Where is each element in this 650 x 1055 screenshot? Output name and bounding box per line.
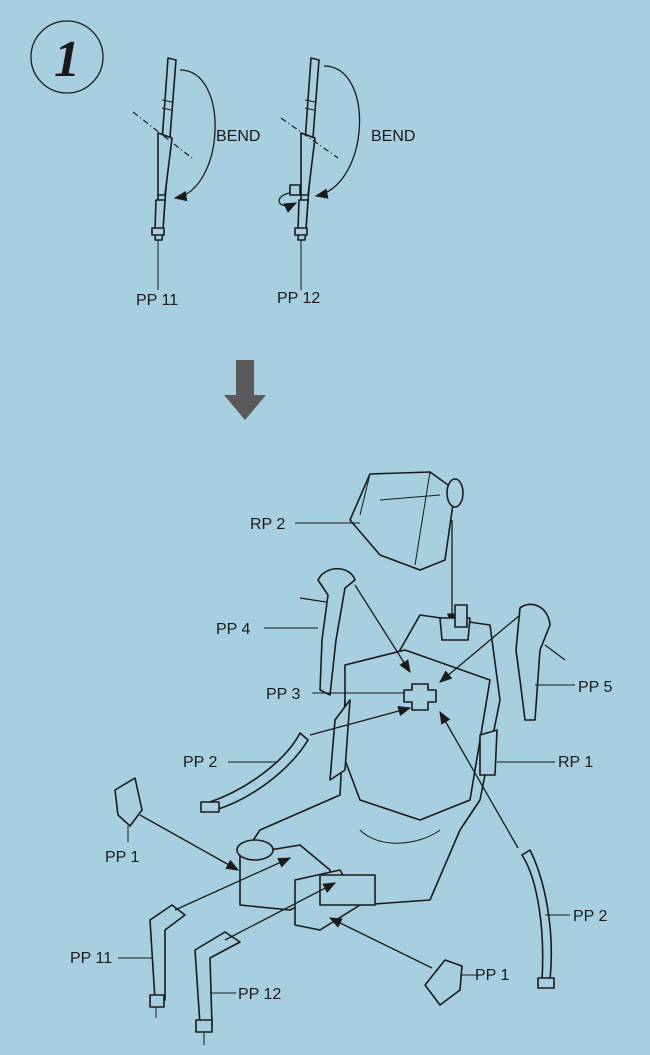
part-label-rp2: RP 2 [250, 516, 285, 533]
seat-rp1: RP 1 [236, 604, 593, 931]
part-label-pp11-top: PP 11 [136, 292, 178, 309]
strap-pp11-diagram: BEND PP 11 [132, 57, 260, 309]
crotch-strap-pp11: PP 11 [70, 857, 292, 1018]
part-label-pp12-top: PP 12 [277, 290, 320, 307]
bend-label-right: BEND [371, 128, 415, 145]
part-label-pp4: PP 4 [216, 621, 251, 638]
part-label-pp12-bottom: PP 12 [238, 986, 281, 1003]
lap-belt-pp2-left: PP 2 [183, 706, 412, 813]
side-pad-pp1-left: PP 1 [105, 777, 240, 871]
part-label-pp1-left: PP 1 [105, 849, 140, 866]
part-label-rp1: RP 1 [558, 754, 593, 771]
headrest-rp2: RP 2 [250, 471, 464, 627]
strap-pp12-diagram: BEND PP 12 [277, 57, 415, 307]
part-label-pp2-left: PP 2 [183, 754, 218, 771]
lap-belt-pp2-right: PP 2 [439, 710, 608, 989]
crotch-strap-pp12: PP 12 [194, 882, 337, 1045]
step-number: 1 [54, 31, 80, 88]
part-label-pp11-bottom: PP 11 [70, 950, 112, 967]
side-pad-pp1-right: PP 1 [328, 917, 510, 1006]
shoulder-strap-pp4: PP 4 [216, 567, 411, 696]
shoulder-strap-pp5: PP 5 [439, 603, 613, 721]
part-label-pp2-right: PP 2 [573, 908, 608, 925]
part-label-pp3: PP 3 [266, 686, 301, 703]
step-badge: 1 [30, 20, 104, 94]
part-label-pp1-right: PP 1 [475, 967, 510, 984]
bend-label-left: BEND [216, 128, 260, 145]
buckle-pp3: PP 3 [266, 683, 437, 711]
part-label-pp5: PP 5 [578, 679, 613, 696]
down-arrow-icon [224, 360, 266, 420]
